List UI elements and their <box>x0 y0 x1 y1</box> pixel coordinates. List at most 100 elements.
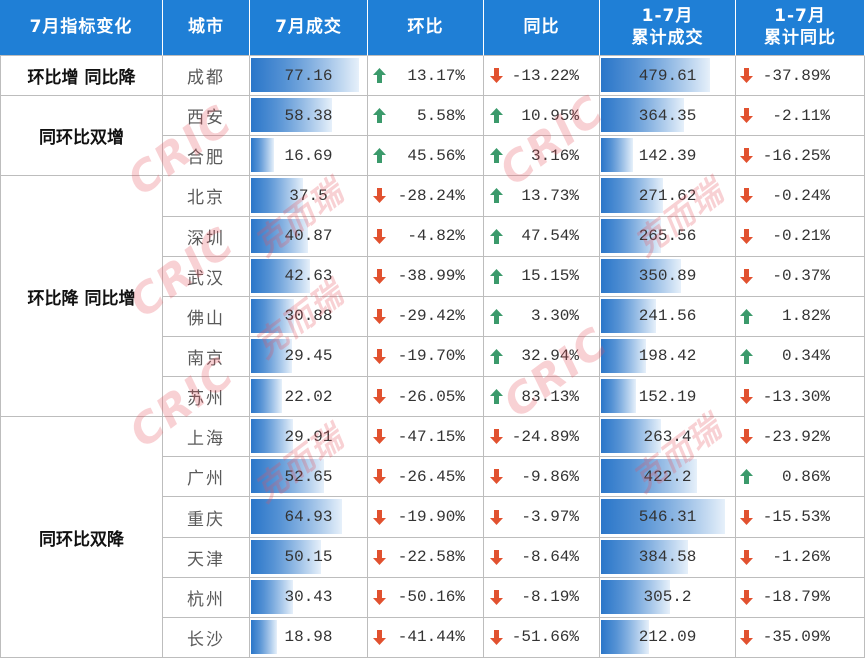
city-cell: 武汉 <box>163 256 250 297</box>
city-cell: 佛山 <box>163 296 250 337</box>
city-cell: 南京 <box>163 336 250 378</box>
ytd-volume-data-bar <box>601 419 661 454</box>
arrow-down-icon <box>740 549 753 565</box>
july-volume-cell: 29.45 <box>250 336 368 378</box>
ytd-year-on-year-cell: -13.30% <box>736 377 865 418</box>
month-on-month-value: -38.99% <box>397 267 465 286</box>
ytd-volume-data-bar <box>601 178 663 213</box>
ytd-volume-value: 384.58 <box>638 548 697 567</box>
july-volume-value: 30.88 <box>284 307 333 326</box>
month-on-month-value: -19.90% <box>397 508 465 527</box>
month-on-month-cell: -19.70% <box>368 336 484 378</box>
july-volume-cell: 29.91 <box>250 417 368 458</box>
july-volume-data-bar <box>251 619 278 654</box>
ytd-year-on-year-cell: -18.79% <box>736 577 865 618</box>
header-label-line-2: 累计同比 <box>764 27 836 48</box>
header-label: 城市 <box>188 16 224 37</box>
july-volume-data-bar <box>251 138 275 173</box>
arrow-up-icon <box>490 389 503 405</box>
arrow-down-icon <box>740 589 753 605</box>
arrow-up-icon <box>740 348 753 364</box>
arrow-down-icon <box>373 549 386 565</box>
header-label-line-2: 累计成交 <box>631 27 704 48</box>
july-volume-data-bar <box>251 338 293 374</box>
year-on-year-value: 83.13% <box>521 387 579 406</box>
ytd-year-on-year-value: 0.86% <box>781 467 830 486</box>
city-name: 成都 <box>187 68 225 89</box>
month-on-month-value: -26.45% <box>397 467 465 486</box>
arrow-down-icon <box>740 429 753 445</box>
month-on-month-value: -41.44% <box>397 628 465 647</box>
july-volume-data-bar <box>251 58 359 93</box>
arrow-down-icon <box>373 549 386 565</box>
arrow-down-icon <box>490 589 503 605</box>
arrow-down-icon <box>490 549 503 565</box>
arrow-down-icon <box>490 469 503 485</box>
arrow-up-icon <box>373 148 386 164</box>
july-volume-cell: 18.98 <box>250 617 368 658</box>
ytd-volume-data-bar <box>601 218 662 253</box>
ytd-volume-value: 546.31 <box>638 508 697 527</box>
arrow-up-icon <box>490 148 503 164</box>
month-on-month-value: 45.56% <box>407 146 465 165</box>
city-name: 武汉 <box>187 268 225 289</box>
arrow-down-icon <box>740 389 753 405</box>
ytd-volume-data-bar <box>601 338 647 374</box>
ytd-year-on-year-value: -1.26% <box>772 548 830 567</box>
ytd-year-on-year-cell: -35.09% <box>736 617 865 658</box>
ytd-volume-cell: 271.62 <box>600 176 736 217</box>
city-name: 重庆 <box>187 509 225 530</box>
july-volume-value: 77.16 <box>284 66 333 85</box>
city-name: 天津 <box>187 549 225 570</box>
july-volume-data-bar <box>251 379 282 414</box>
arrow-down-icon <box>373 589 386 605</box>
group-label: 同环比双降 <box>39 529 124 550</box>
arrow-down-icon <box>373 469 386 485</box>
month-on-month-cell: -19.90% <box>368 497 484 538</box>
arrow-down-icon <box>373 188 386 204</box>
month-on-month-value: -47.15% <box>397 427 465 446</box>
arrow-down-icon <box>373 188 386 204</box>
july-volume-data-bar <box>251 258 311 293</box>
ytd-year-on-year-cell: -15.53% <box>736 497 865 538</box>
arrow-down-icon <box>740 68 753 84</box>
arrow-down-icon <box>740 108 753 124</box>
ytd-year-on-year-cell: -2.11% <box>736 96 865 137</box>
ytd-year-on-year-cell: -37.89% <box>736 56 865 97</box>
arrow-down-icon <box>490 429 503 445</box>
arrow-down-icon <box>490 589 503 605</box>
header-label-line-1: 1-7月 <box>641 6 694 27</box>
july-volume-value: 37.5 <box>289 186 328 205</box>
month-on-month-cell: -50.16% <box>368 577 484 618</box>
arrow-down-icon <box>373 228 386 244</box>
month-on-month-cell: 13.17% <box>368 56 484 97</box>
group-label-cell: 环比降 同比增 <box>0 176 163 418</box>
arrow-up-icon <box>373 108 386 124</box>
year-on-year-value: -13.22% <box>511 66 579 85</box>
arrow-down-icon <box>490 549 503 565</box>
arrow-up-icon <box>490 228 503 244</box>
july-volume-value: 29.45 <box>284 347 333 366</box>
city-name: 杭州 <box>187 589 225 610</box>
arrow-down-icon <box>373 509 386 525</box>
july-volume-value: 58.38 <box>284 106 333 125</box>
ytd-volume-cell: 263.4 <box>600 417 736 458</box>
july-volume-value: 30.43 <box>284 588 333 607</box>
year-on-year-cell: 32.94% <box>484 336 600 378</box>
month-on-month-cell: 5.58% <box>368 96 484 137</box>
city-cell: 合肥 <box>163 136 250 177</box>
ytd-volume-value: 241.56 <box>638 307 697 326</box>
ytd-year-on-year-value: -18.79% <box>762 588 830 607</box>
arrow-up-icon <box>490 348 503 364</box>
arrow-down-icon <box>490 429 503 445</box>
city-name: 合肥 <box>187 148 225 169</box>
city-cell: 天津 <box>163 537 250 578</box>
arrow-up-icon <box>490 268 503 284</box>
header-label: 环比 <box>407 16 444 37</box>
year-on-year-value: 10.95% <box>521 106 579 125</box>
july-volume-value: 22.02 <box>284 387 333 406</box>
ytd-volume-data-bar <box>601 379 636 414</box>
arrow-down-icon <box>740 148 753 164</box>
july-volume-value: 64.93 <box>284 508 333 527</box>
ytd-volume-data-bar <box>601 138 634 173</box>
